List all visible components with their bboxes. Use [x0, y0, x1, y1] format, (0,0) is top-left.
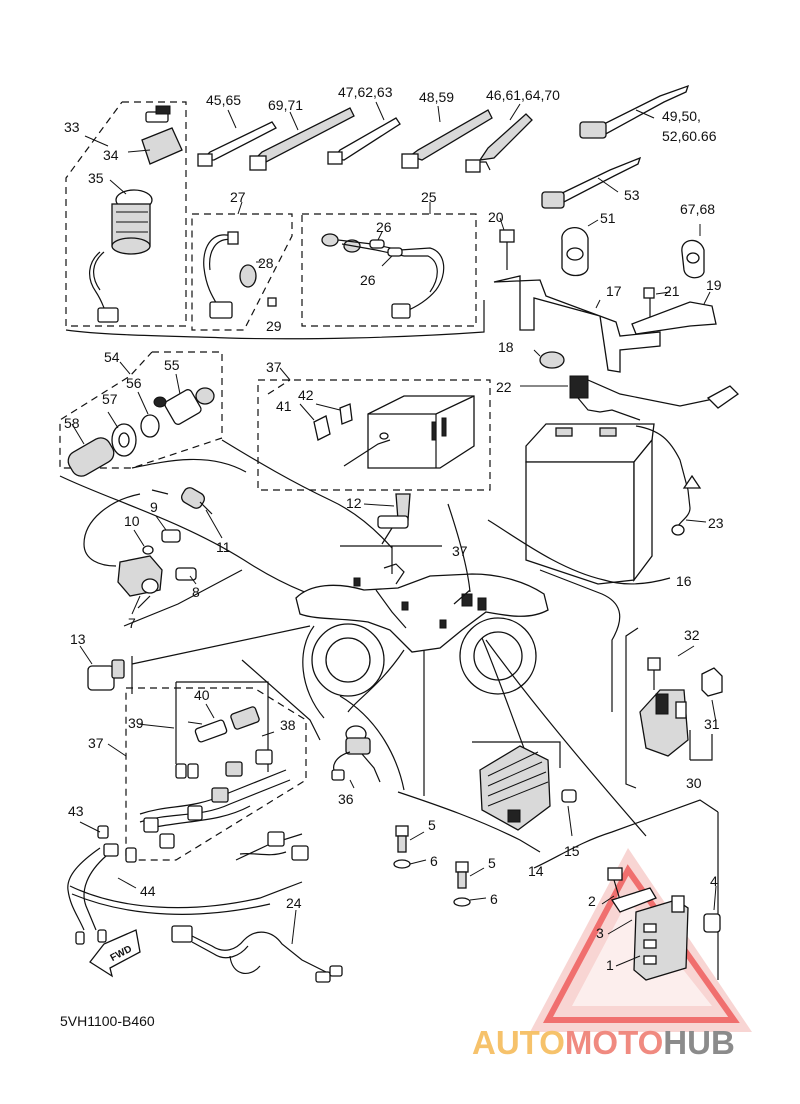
label-3: 3: [596, 925, 604, 941]
label-56: 56: [126, 375, 142, 391]
label-51: 51: [600, 210, 616, 226]
label-58: 58: [64, 415, 80, 431]
label-27: 27: [230, 189, 246, 205]
label-36: 36: [338, 791, 354, 807]
label-20: 20: [488, 209, 504, 225]
sensor-36: [331, 725, 381, 789]
label-41: 41: [276, 398, 292, 414]
label-13: 13: [70, 631, 86, 647]
label-17: 17: [606, 283, 622, 299]
label-28: 28: [258, 255, 274, 271]
fwd-arrow: FWD: [89, 929, 141, 978]
watermark-moto: MOTO: [565, 1024, 663, 1061]
label-16: 16: [676, 573, 692, 589]
label-33: 33: [64, 119, 80, 135]
label-6a: 6: [430, 853, 438, 869]
label-38: 38: [280, 717, 296, 733]
label-47-62-63: 47,62,63: [338, 84, 393, 100]
label-26b: 26: [360, 272, 376, 288]
cdi-assembly: [533, 799, 721, 981]
switch-group-54: [59, 351, 223, 477]
label-57: 57: [102, 391, 118, 407]
diagram-code: 5VH1100-B460: [60, 1013, 155, 1029]
label-54: 54: [104, 349, 120, 365]
sub-harness-43: [67, 821, 309, 945]
label-37-mid: 37: [452, 543, 468, 559]
label-37-top: 37: [266, 359, 282, 375]
label-49-50: 49,50,: [662, 108, 701, 124]
label-46-61-64-70: 46,61,64,70: [486, 87, 560, 103]
battery-bracket: [493, 217, 717, 373]
atv-vehicle: [295, 563, 549, 697]
label-12: 12: [346, 495, 362, 511]
battery: [487, 375, 740, 585]
label-55: 55: [164, 357, 180, 373]
label-37-lower: 37: [88, 735, 104, 751]
label-15: 15: [564, 843, 580, 859]
label-53: 53: [624, 187, 640, 203]
label-22: 22: [496, 379, 512, 395]
label-25: 25: [421, 189, 437, 205]
harness-24: [171, 909, 343, 983]
label-21: 21: [664, 283, 680, 299]
watermark-auto: AUTO: [472, 1024, 565, 1061]
label-1: 1: [606, 957, 614, 973]
label-24: 24: [286, 895, 302, 911]
bolts-5-6: [393, 825, 487, 907]
label-69-71: 69,71: [268, 97, 303, 113]
label-11: 11: [216, 539, 231, 555]
label-18: 18: [498, 339, 514, 355]
label-8: 8: [192, 584, 200, 600]
ignition-switch-group: [65, 101, 187, 327]
label-30: 30: [686, 775, 702, 791]
label-44: 44: [140, 883, 156, 899]
label-2: 2: [588, 893, 596, 909]
label-43: 43: [68, 803, 84, 819]
label-42: 42: [298, 387, 314, 403]
starter-relay-30: [625, 627, 723, 789]
sensor-13: [79, 645, 133, 694]
label-32: 32: [684, 627, 700, 643]
label-45-65: 45,65: [206, 92, 241, 108]
watermark-hub: HUB: [663, 1024, 735, 1061]
label-5b: 5: [488, 855, 496, 871]
label-5a: 5: [428, 817, 436, 833]
label-35: 35: [88, 170, 104, 186]
cable-ties: [197, 101, 533, 173]
callout-labels: 33 34 35 45,65 69,71 47,62,63 48,59 46,6…: [64, 84, 724, 973]
label-14: 14: [528, 863, 544, 879]
label-7: 7: [128, 615, 136, 631]
label-19: 19: [706, 277, 722, 293]
harness-group-25: [301, 202, 477, 327]
spark-plug-12: [340, 493, 442, 574]
clamps: [541, 84, 705, 279]
label-31: 31: [704, 716, 720, 732]
label-26a: 26: [376, 219, 392, 235]
label-23: 23: [708, 515, 724, 531]
label-39: 39: [128, 715, 144, 731]
label-48-59: 48,59: [419, 89, 454, 105]
label-10: 10: [124, 513, 140, 529]
starter-relay-group: [83, 487, 243, 627]
label-52-60-66: 52,60.66: [662, 128, 717, 144]
label-9: 9: [150, 499, 158, 515]
watermark-logo-text: AUTOMOTOHUB: [472, 1024, 735, 1061]
label-29: 29: [266, 318, 282, 334]
label-67-68: 67,68: [680, 201, 715, 217]
label-6b: 6: [490, 891, 498, 907]
label-40: 40: [194, 687, 210, 703]
rectifier-14: [397, 741, 577, 853]
label-34: 34: [103, 147, 119, 163]
label-4: 4: [710, 873, 718, 889]
relay-box-group: [257, 367, 491, 491]
main-harness-group: [107, 681, 307, 861]
harness-group-27: [191, 201, 293, 331]
